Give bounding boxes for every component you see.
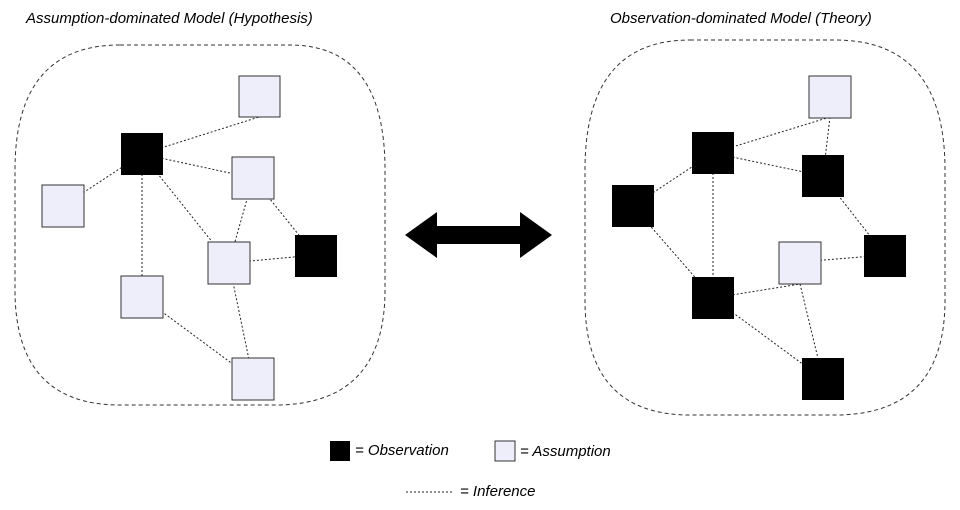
assumption-node — [778, 241, 822, 285]
legend-assumption-swatch — [494, 440, 516, 462]
left-nodes — [41, 75, 337, 401]
legend-inference-label: = Inference — [460, 483, 536, 500]
assumption-node — [231, 357, 275, 401]
double-arrow-icon — [405, 212, 552, 258]
observation-node — [802, 358, 844, 400]
assumption-node — [238, 75, 281, 118]
assumption-node — [808, 75, 852, 119]
right-model-title: Observation-dominated Model (Theory) — [610, 10, 872, 27]
inference-line — [712, 283, 801, 299]
inference-line — [141, 153, 254, 179]
left-model-boundary — [14, 44, 386, 406]
observation-node — [864, 235, 906, 277]
observation-node — [612, 185, 654, 227]
observation-node — [121, 133, 163, 175]
assumption-node — [41, 184, 85, 228]
observation-node — [295, 235, 337, 277]
observation-node — [692, 277, 734, 319]
assumption-node — [231, 156, 275, 200]
right-model-boundary — [584, 39, 946, 416]
assumption-node — [207, 241, 251, 285]
observation-node — [802, 155, 844, 197]
left-inference-lines — [62, 116, 316, 380]
right-nodes — [612, 75, 906, 400]
legend-observation-swatch — [330, 441, 350, 461]
inference-line — [141, 296, 254, 380]
right-inference-lines — [632, 116, 886, 380]
legend-assumption-label: = Assumption — [520, 443, 611, 460]
left-model-title: Assumption-dominated Model (Hypothesis) — [26, 10, 313, 27]
assumption-node — [120, 275, 164, 319]
legend-observation-label: = Observation — [355, 442, 449, 459]
observation-node — [692, 132, 734, 174]
